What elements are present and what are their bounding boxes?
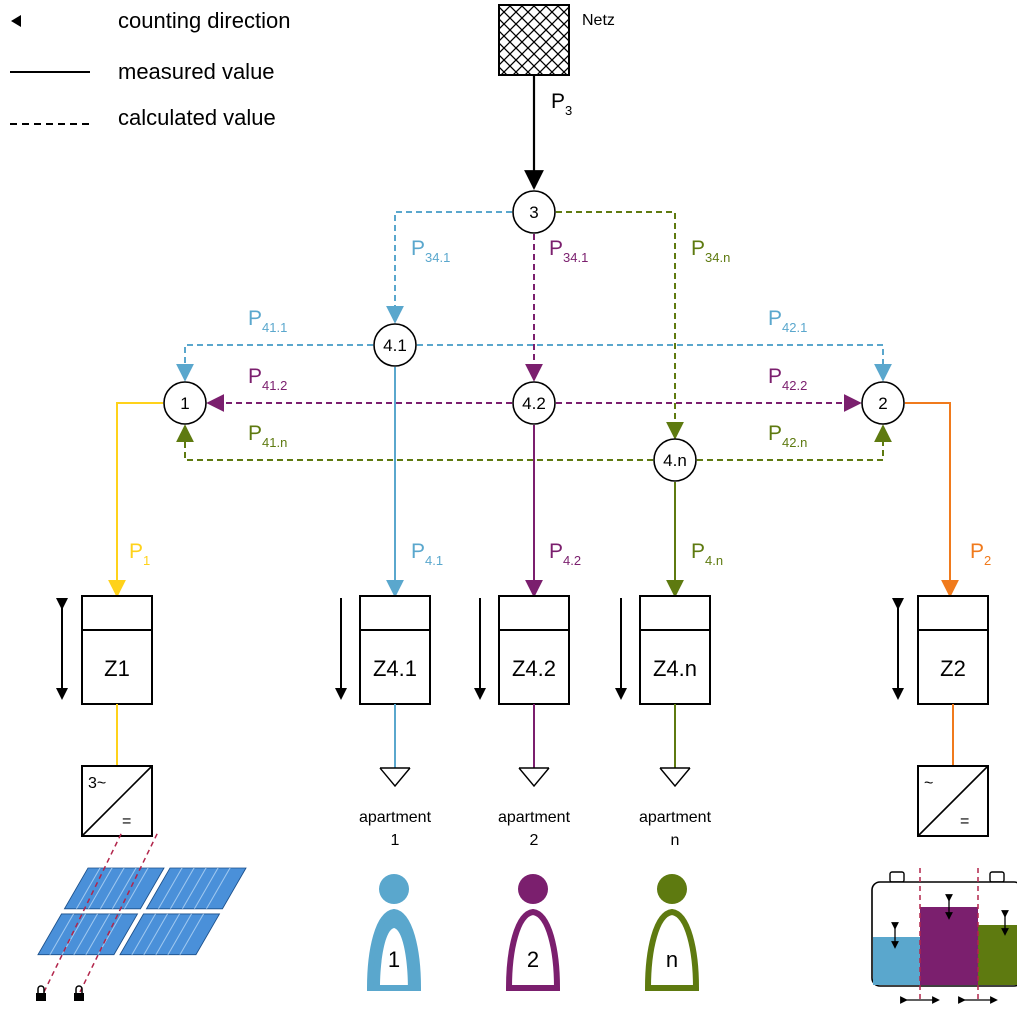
grid-label: Netz [582, 12, 615, 29]
solar-panel-icon [36, 831, 247, 1001]
node-3: 3 [512, 190, 556, 234]
node-4-n: 4.n [653, 438, 697, 482]
label-p41n: P41.n [248, 422, 287, 450]
label-p341-purple: P34.1 [549, 237, 588, 265]
person-icon-1: 1 [366, 874, 422, 991]
svg-text:=: = [960, 813, 969, 830]
grid-connection-icon [498, 4, 570, 76]
apartment-n-label: apartment [639, 809, 712, 826]
node-2: 2 [861, 381, 905, 425]
label-p34n-green: P34.n [691, 237, 730, 265]
label-p421: P42.1 [768, 307, 807, 335]
flow-p411-blue [176, 344, 373, 382]
label-p422: P42.2 [768, 365, 807, 393]
apartment-1-number: 1 [391, 832, 400, 849]
svg-text:n: n [666, 947, 678, 972]
grid-power-label: P3 [551, 90, 572, 118]
svg-text:2: 2 [527, 947, 539, 972]
svg-text:Z4.n: Z4.n [653, 656, 697, 681]
legend: counting direction measured value calcul… [10, 8, 290, 130]
svg-text:Z4.1: Z4.1 [373, 656, 417, 681]
flow-p2-orange [905, 402, 959, 598]
label-p4n: P4.n [691, 540, 723, 568]
svg-text:Z2: Z2 [940, 656, 966, 681]
flow-p341-blue [386, 211, 512, 324]
apartment-2-label: apartment [498, 809, 571, 826]
meter-z2: Z2 [892, 595, 989, 705]
label-p2: P2 [970, 540, 991, 568]
label-p41: P4.1 [411, 540, 443, 568]
lock-icon [36, 993, 46, 1001]
svg-text:4.1: 4.1 [383, 336, 407, 355]
legend-counting-direction: counting direction [118, 8, 290, 33]
label-p411: P41.1 [248, 307, 287, 335]
flow-p41n-green [176, 424, 653, 461]
battery-inverter-icon: ~ = [917, 765, 989, 837]
svg-text:4.2: 4.2 [522, 394, 546, 413]
svg-text:3: 3 [529, 203, 538, 222]
apartment-2-number: 2 [530, 832, 539, 849]
flow-p42n-green [697, 424, 892, 461]
battery-storage-icon [871, 868, 1017, 1004]
svg-text:3~: 3~ [88, 775, 106, 792]
svg-text:Z1: Z1 [104, 656, 130, 681]
node-4-1: 4.1 [373, 323, 417, 367]
svg-text:2: 2 [878, 394, 887, 413]
apartment-load-icon [518, 767, 550, 788]
flow-p34n-green [556, 211, 684, 440]
person-icon-n: n [644, 874, 700, 991]
meter-z1: Z1 [56, 595, 153, 705]
apartment-1-label: apartment [359, 809, 432, 826]
svg-text:~: ~ [924, 775, 933, 792]
node-4-2: 4.2 [512, 381, 556, 425]
meter-z4-1: Z4.1 [335, 595, 431, 705]
svg-text:1: 1 [180, 394, 189, 413]
label-p42: P4.2 [549, 540, 581, 568]
svg-text:Z4.2: Z4.2 [512, 656, 556, 681]
apartment-n-number: n [671, 832, 680, 849]
label-p1: P1 [129, 540, 150, 568]
counting-direction-icon [11, 15, 21, 27]
flow-p1-yellow [108, 402, 163, 598]
svg-text:4.n: 4.n [663, 451, 687, 470]
legend-calculated-value: calculated value [118, 105, 276, 130]
lock-icon [74, 993, 84, 1001]
legend-measured-value: measured value [118, 59, 275, 84]
apartment-load-icon [659, 767, 691, 788]
meter-z4-n: Z4.n [615, 595, 711, 705]
apartment-load-icon [379, 767, 411, 788]
flow-p421-blue [417, 344, 892, 382]
pv-inverter-icon: 3~ = [81, 765, 153, 837]
svg-text:1: 1 [388, 947, 400, 972]
label-p42n: P42.n [768, 422, 807, 450]
node-1: 1 [163, 381, 207, 425]
svg-text:=: = [122, 813, 131, 830]
label-p341-blue: P34.1 [411, 237, 450, 265]
label-p412: P41.2 [248, 365, 287, 393]
person-icon-2: 2 [505, 874, 561, 991]
meter-z4-2: Z4.2 [474, 595, 570, 705]
